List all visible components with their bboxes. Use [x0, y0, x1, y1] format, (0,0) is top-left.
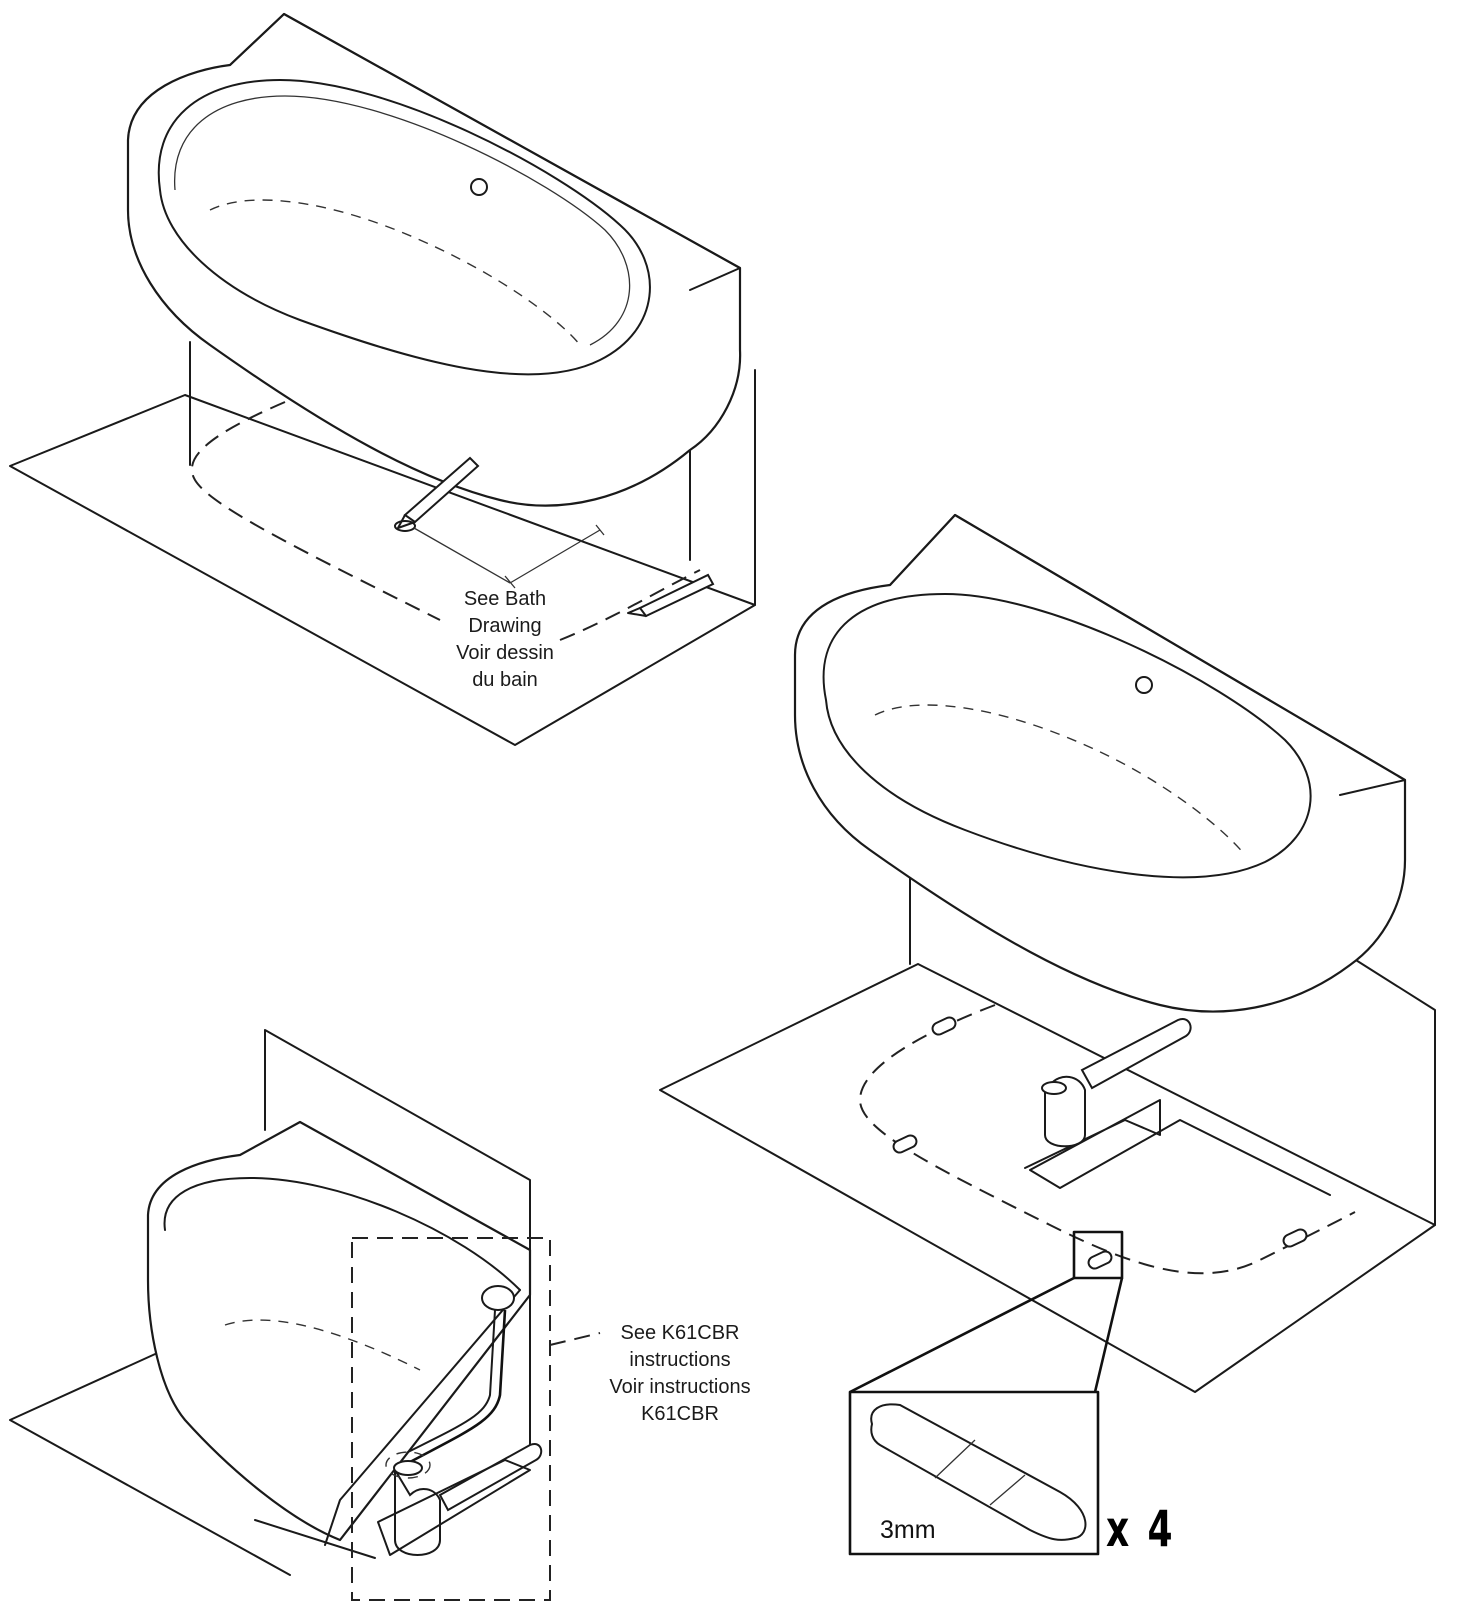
pad-3mm: [870, 1403, 1087, 1541]
bath-tub-1: [126, 12, 742, 507]
levelling-pad: [1282, 1228, 1308, 1248]
overflow-hose-inner: [407, 1309, 496, 1453]
pad-quantity-label: x 4: [1106, 1500, 1176, 1558]
waste-fitting: [393, 1460, 423, 1476]
pencil-icon: [397, 456, 480, 529]
bath-tub-2: [793, 513, 1407, 1013]
drain-mark-1: [394, 520, 416, 532]
waste-pipe-3: [438, 1443, 543, 1512]
overflow-hose: [409, 1309, 507, 1464]
bath-rim-inner-1: [157, 79, 651, 376]
callout-line: instructions: [629, 1349, 731, 1371]
bath-floor-dashed-2: [874, 704, 1246, 856]
pencil-icon: [627, 573, 715, 618]
callout-line: K61CBR: [641, 1403, 719, 1425]
levelling-pad: [892, 1134, 918, 1154]
dimension-line-1: [413, 524, 605, 589]
floor-plane-2: [659, 963, 1436, 1393]
step-1-mark-floor: [9, 12, 756, 746]
step-3-waste-connection: [9, 1029, 601, 1601]
outline-dashed-1: [190, 401, 701, 641]
overflow-fitting: [481, 1285, 515, 1311]
bath-drawing-callout: See Bath Drawing Voir dessin du bain: [430, 586, 580, 694]
callout-line: Voir dessin: [456, 642, 554, 664]
trap-3: [394, 1466, 441, 1556]
overflow-hole-1: [470, 178, 488, 196]
wall-plane-1: [189, 341, 756, 606]
callout-line: Voir instructions: [609, 1376, 751, 1398]
bath-floor-dashed-1: [209, 199, 581, 346]
waste-pipe: [1080, 1018, 1192, 1090]
trap-top: [1041, 1081, 1067, 1095]
detail-box: [848, 1390, 1100, 1556]
callout-line: Drawing: [468, 615, 542, 637]
detail-marker: [1072, 1230, 1124, 1280]
k61cbr-callout: See K61CBR instructions Voir instruction…: [595, 1320, 765, 1428]
levelling-pad: [931, 1016, 957, 1036]
bath-cut-edge: [324, 1289, 521, 1546]
floor-plane-3: [9, 1344, 376, 1576]
k61cbr-callout-box: [351, 1237, 551, 1601]
bath-back-top-1: [229, 13, 741, 291]
bath-tub-3: [146, 1120, 532, 1542]
bath-back-top-2: [889, 514, 1406, 796]
trench-3: [377, 1459, 531, 1556]
waste-highlight: [385, 1451, 431, 1479]
trench: [1024, 1099, 1331, 1196]
callout-line: See K61CBR: [620, 1322, 740, 1344]
levelling-pad: [1087, 1250, 1113, 1270]
step-2-pads-and-waste: [659, 513, 1436, 1556]
bath-rim-inner-line-1: [174, 95, 631, 346]
callout-line: See Bath: [463, 588, 547, 610]
pad-thickness-label: 3mm: [880, 1516, 936, 1544]
k61cbr-leader: [549, 1332, 601, 1346]
wall-plane-2: [909, 875, 1436, 1226]
bath-rim-inner-2: [822, 593, 1312, 879]
wall-plane-3: [264, 1029, 531, 1461]
callout-line: du bain: [472, 669, 538, 691]
detail-leader: [849, 1276, 1124, 1394]
pad-score-lines: [934, 1439, 1026, 1506]
overflow-hole-2: [1135, 676, 1153, 694]
bath-floor-dashed-3: [224, 1319, 421, 1371]
outline-dashed-2: [858, 1004, 1356, 1275]
bath-rim-inner-3: [163, 1177, 521, 1291]
